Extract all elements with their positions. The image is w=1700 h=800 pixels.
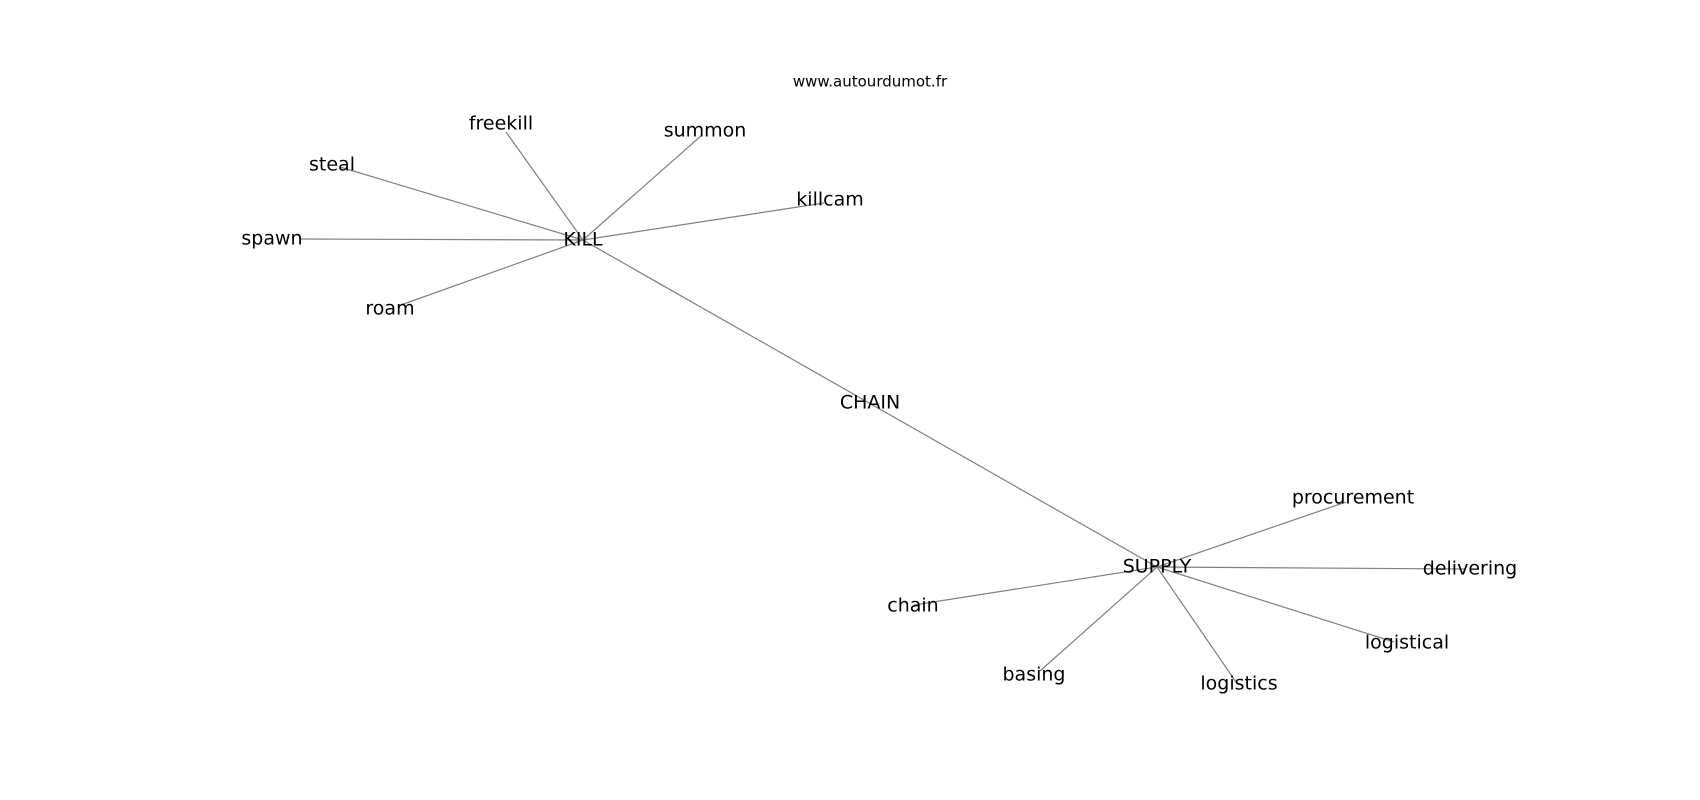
edge-kill-freekill — [505, 131, 584, 241]
edge-kill-steal — [339, 166, 584, 241]
node-label-logistics[interactable]: logistics — [1200, 673, 1277, 695]
graph-edges — [298, 131, 1466, 683]
edge-supply-logistical — [1156, 566, 1395, 643]
node-label-killcam[interactable]: killcam — [796, 189, 863, 211]
edge-supply-logistics — [1156, 566, 1237, 683]
node-label-spawn[interactable]: spawn — [241, 228, 302, 250]
edge-supply-chain — [913, 566, 1158, 606]
edge-kill-killcam — [582, 202, 825, 241]
edge-kill-summon — [582, 134, 703, 241]
graph-labels: KILL CHAIN SUPPLY freekill summon steal killca… — [241, 113, 1517, 695]
edge-kill-supply — [582, 239, 1158, 568]
node-label-summon[interactable]: summon — [664, 120, 747, 142]
node-label-chain[interactable]: chain — [887, 595, 938, 617]
watermark-text[interactable]: www.autourdumot.fr — [793, 73, 948, 91]
edge-kill-spawn — [298, 238, 584, 241]
node-label-roam[interactable]: roam — [365, 298, 414, 320]
edge-supply-basing — [1039, 566, 1158, 672]
node-label-kill[interactable]: KILL — [563, 229, 603, 251]
node-label-procurement[interactable]: procurement — [1292, 487, 1414, 509]
node-label-chain[interactable]: CHAIN — [840, 392, 900, 414]
edge-supply-procurement — [1156, 501, 1347, 568]
edge-supply-delivering — [1156, 566, 1466, 570]
node-label-freekill[interactable]: freekill — [469, 113, 533, 135]
node-label-basing[interactable]: basing — [1003, 664, 1066, 686]
node-label-supply[interactable]: SUPPLY — [1123, 556, 1192, 578]
node-label-logistical[interactable]: logistical — [1365, 632, 1449, 654]
edge-kill-roam — [397, 239, 584, 307]
node-label-steal[interactable]: steal — [309, 154, 355, 176]
node-label-delivering[interactable]: delivering — [1423, 558, 1517, 580]
